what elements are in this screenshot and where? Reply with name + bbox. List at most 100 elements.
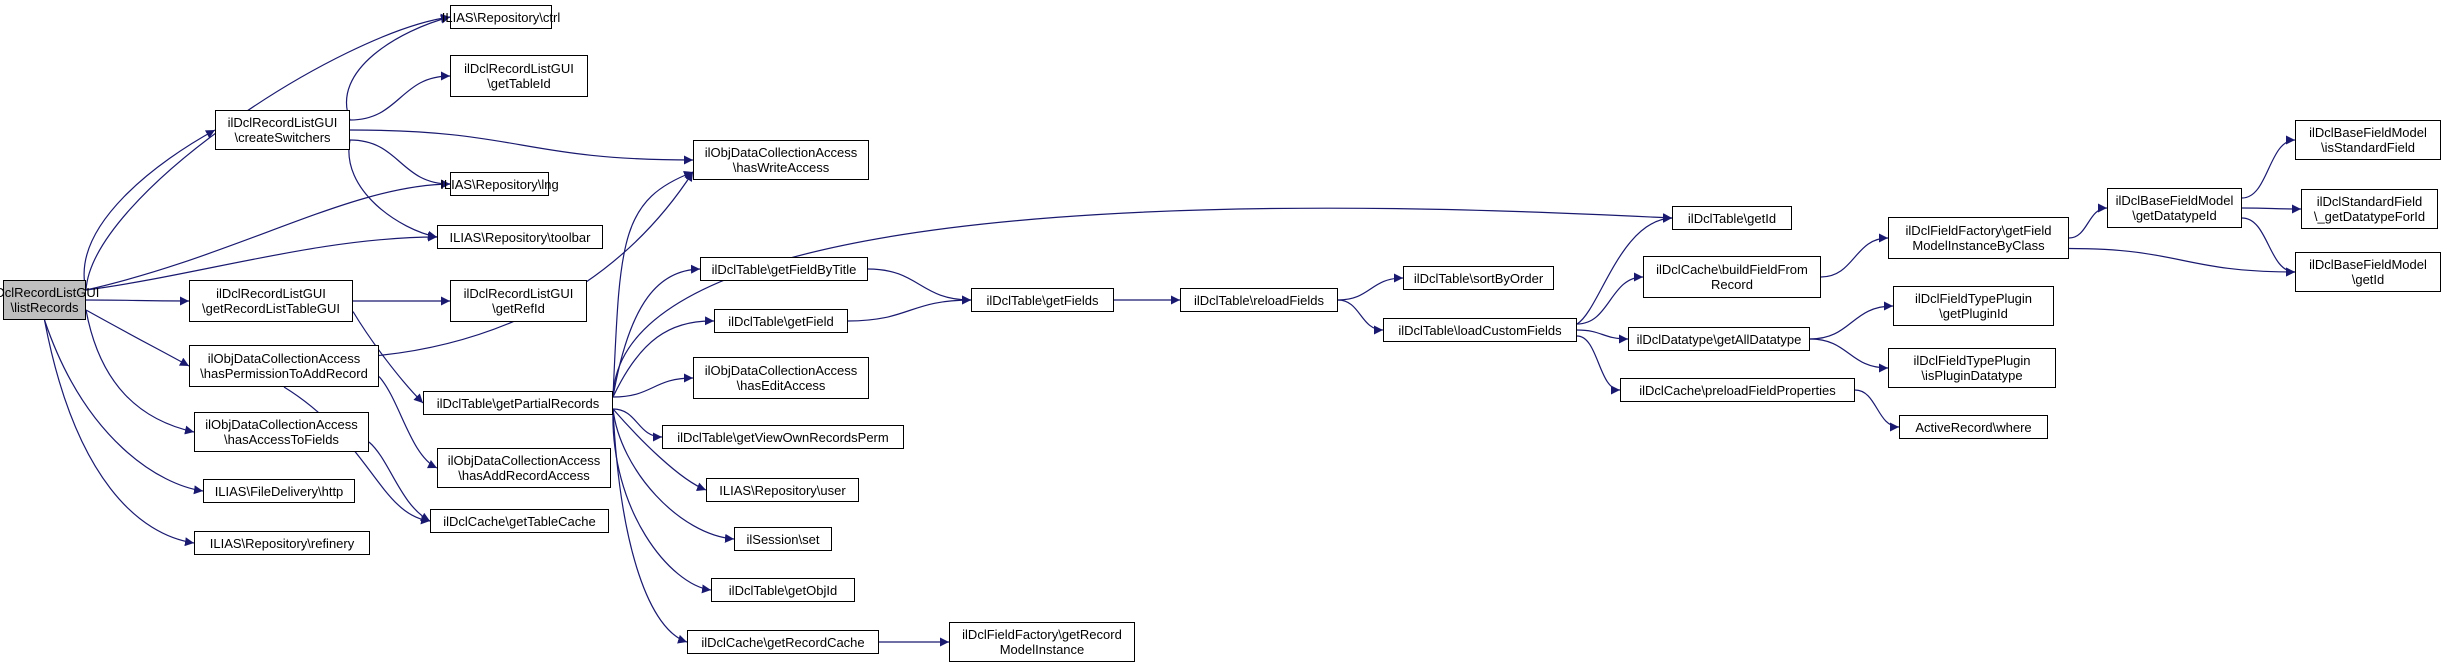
edge-n28-n30: [1576, 272, 1644, 325]
node-label-line: ilDclRecordListGUI: [216, 286, 326, 301]
node-label-line: ilDclCache\preloadFieldProperties: [1639, 382, 1836, 398]
edge-n28-n29: [1576, 213, 1673, 325]
node-n35[interactable]: ilDclFieldTypePlugin\isPluginDatatype: [1888, 348, 2056, 388]
node-n27[interactable]: ilDclTable\sortByOrder: [1403, 266, 1554, 290]
node-n29[interactable]: ilDclTable\getId: [1672, 206, 1792, 230]
edge-n31-n34: [1809, 301, 1894, 340]
node-label-line: ilObjDataCollectionAccess: [207, 351, 361, 366]
node-n4[interactable]: ilObjDataCollectionAccess\hasWriteAccess: [693, 140, 869, 180]
node-label-line: \isPluginDatatype: [1921, 368, 2023, 383]
node-n13[interactable]: ILIAS\FileDelivery\http: [203, 479, 355, 503]
edge-n9-n14: [283, 386, 431, 525]
node-label-line: ilDclTable\reloadFields: [1193, 292, 1325, 308]
node-label-line: ILIAS\Repository\refinery: [209, 535, 355, 551]
node-label-line: \isStandardField: [2321, 140, 2415, 155]
node-label-line: \createSwitchers: [234, 130, 331, 145]
node-n37[interactable]: ilDclBaseFieldModel\getDatatypeId: [2107, 188, 2242, 228]
node-n23[interactable]: ilDclCache\getRecordCache: [687, 630, 879, 654]
node-n22[interactable]: ilDclTable\getObjId: [711, 578, 855, 602]
edge-n7-n10: [352, 311, 424, 404]
node-n40[interactable]: ilDclBaseFieldModel\getId: [2295, 252, 2441, 292]
edge-n3-n4: [349, 129, 694, 165]
edge-n3-n6: [348, 139, 438, 240]
node-n9[interactable]: ilObjDataCollectionAccess\hasPermissionT…: [189, 345, 379, 387]
node-label-line: ILIAS\Repository\user: [719, 482, 846, 498]
node-n17[interactable]: ilDclTable\getField: [714, 309, 848, 333]
node-label-line: \hasEditAccess: [736, 378, 826, 393]
node-label-line: ilDclRecordListGUI: [463, 286, 574, 301]
node-n16[interactable]: ilDclTable\getFieldByTitle: [700, 257, 868, 281]
node-label-line: ILIAS\Repository\lng: [440, 176, 559, 192]
node-label-line: ilDclTable\getId: [1687, 210, 1777, 226]
node-label-line: ilDclCache\getTableCache: [443, 513, 596, 529]
node-label-line: ilDclFieldTypePlugin: [1914, 291, 2033, 306]
node-label-line: ilDclTable\getObjId: [728, 582, 838, 598]
node-label-line: ilDclFieldFactory\getField: [1905, 223, 2052, 238]
edge-n10-n17: [612, 316, 715, 398]
node-n7[interactable]: ilDclRecordListGUI\getRecordListTableGUI: [189, 280, 353, 322]
node-n21[interactable]: ilSession\set: [734, 527, 832, 551]
node-label-line: ilObjDataCollectionAccess: [704, 363, 858, 378]
node-n5[interactable]: ILIAS\Repository\lng: [440, 172, 559, 196]
edge-n33-n37: [2068, 203, 2108, 239]
node-n15[interactable]: ILIAS\Repository\refinery: [194, 531, 370, 555]
node-n12[interactable]: ilObjDataCollectionAccess\hasAddRecordAc…: [437, 448, 611, 488]
edge-n28-n32: [1576, 335, 1621, 395]
node-label-line: ilDclBaseFieldModel: [2309, 125, 2427, 140]
node-n3[interactable]: ilDclRecordListGUI\createSwitchers: [215, 110, 350, 150]
node-n20[interactable]: ILIAS\Repository\user: [706, 478, 859, 502]
node-n39[interactable]: ilDclStandardField\_getDatatypeForId: [2301, 189, 2438, 229]
edge-n26-n27: [1337, 273, 1404, 301]
node-n28[interactable]: ilDclTable\loadCustomFields: [1383, 318, 1577, 342]
node-label-line: \getId: [2351, 272, 2385, 287]
node-label-line: ilDclTable\getFieldByTitle: [711, 261, 857, 277]
edge-n10-n22: [612, 408, 712, 594]
node-label-line: ilDclFieldTypePlugin: [1913, 353, 2031, 368]
node-label-line: ilDclBaseFieldModel: [2115, 193, 2234, 208]
node-n14[interactable]: ilDclCache\getTableCache: [430, 509, 609, 533]
node-label-line: \getRefId: [492, 301, 545, 316]
edge-n10-n23: [612, 408, 688, 644]
node-n18[interactable]: ilObjDataCollectionAccess\hasEditAccess: [693, 357, 869, 399]
edge-n37-n38: [2241, 135, 2296, 199]
node-n26[interactable]: ilDclTable\reloadFields: [1180, 288, 1338, 312]
node-label-line: ILIAS\Repository\ctrl: [441, 9, 561, 25]
edge-n10-n18: [612, 373, 694, 398]
edge-root-n15: [43, 319, 195, 547]
node-n2[interactable]: ilDclRecordListGUI\getTableId: [450, 55, 588, 97]
edge-n10-n20: [612, 408, 707, 491]
node-n34[interactable]: ilDclFieldTypePlugin\getPluginId: [1893, 286, 2054, 326]
node-n38[interactable]: ilDclBaseFieldModel\isStandardField: [2295, 120, 2441, 160]
node-n32[interactable]: ilDclCache\preloadFieldProperties: [1620, 378, 1855, 402]
node-label-line: \hasAccessToFields: [224, 432, 339, 447]
edge-n31-n35: [1809, 338, 1889, 373]
node-root[interactable]: ilDclRecordListGUI\listRecords: [0, 280, 99, 320]
node-label-line: ilDclRecordListGUI: [464, 61, 574, 76]
edge-n10-n16: [612, 264, 701, 398]
node-n25[interactable]: ilDclTable\getFields: [971, 288, 1114, 312]
node-n8[interactable]: ilDclRecordListGUI\getRefId: [450, 280, 587, 322]
node-n19[interactable]: ilDclTable\getViewOwnRecordsPerm: [662, 425, 904, 449]
node-label-line: \getDatatypeId: [2132, 208, 2217, 223]
node-n11[interactable]: ilObjDataCollectionAccess\hasAccessToFie…: [194, 412, 369, 452]
node-n31[interactable]: ilDclDatatype\getAllDatatype: [1628, 327, 1810, 351]
edge-root-n11: [85, 309, 195, 435]
edge-root-n5: [85, 179, 451, 291]
node-label-line: ilDclTable\loadCustomFields: [1398, 322, 1562, 338]
node-label-line: ILIAS\FileDelivery\http: [214, 483, 344, 499]
node-label-line: \getRecordListTableGUI: [201, 301, 340, 316]
edge-root-n1: [85, 13, 451, 291]
edge-n26-n28: [1337, 299, 1384, 335]
node-label-line: \getPluginId: [1939, 306, 2008, 321]
node-n1[interactable]: ILIAS\Repository\ctrl: [442, 5, 560, 29]
node-label-line: ModelInstance: [999, 642, 1085, 657]
node-n6[interactable]: ILIAS\Repository\toolbar: [437, 225, 603, 249]
edge-root-n7: [85, 296, 190, 306]
node-label-line: \hasAddRecordAccess: [458, 468, 590, 483]
node-n10[interactable]: ilDclTable\getPartialRecords: [423, 391, 613, 415]
node-n36[interactable]: ActiveRecord\where: [1899, 415, 2048, 439]
edge-n10-n4: [612, 171, 694, 398]
